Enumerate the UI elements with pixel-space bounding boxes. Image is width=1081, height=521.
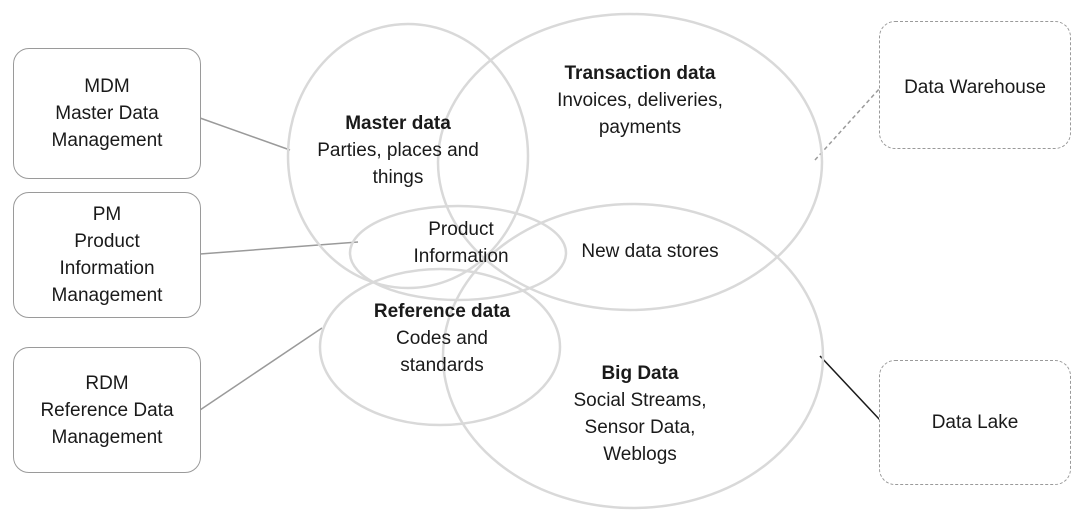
master-data-line-1: Parties, places and — [317, 140, 479, 161]
mdm-line-1: MDM — [84, 76, 130, 97]
new-data-stores-text: New data stores — [581, 241, 719, 262]
master-data-title: Master data — [345, 113, 451, 134]
reference-data-label: Reference data Codes and standards — [352, 298, 532, 379]
reference-data-title: Reference data — [373, 301, 511, 322]
big-data-title: Big Data — [601, 363, 679, 384]
rdm-line-2: Reference Data — [40, 399, 174, 421]
big-data-line-1: Social Streams, — [573, 390, 707, 411]
reference-data-circle — [318, 267, 562, 427]
reference-data-line-2: standards — [400, 355, 484, 376]
pm-line-4: Management — [51, 285, 163, 306]
big-data-label: Big Data Social Streams, Sensor Data, We… — [550, 360, 730, 468]
mdm-line-2: Master Data — [55, 103, 159, 124]
transaction-data-title: Transaction data — [564, 63, 716, 84]
rdm-line-1: RDM — [85, 372, 129, 394]
rdm-box: RDM Reference Data Management — [13, 347, 201, 473]
pm-line-2: Product — [74, 231, 140, 252]
product-information-circle — [348, 204, 568, 302]
rdm-connector — [199, 327, 323, 411]
master-data-label: Master data Parties, places and things — [280, 110, 516, 191]
product-information-line-2: Information — [413, 246, 509, 267]
mdm-connector — [199, 117, 291, 151]
big-data-circle — [441, 202, 825, 510]
product-information-label: Product Information — [390, 216, 532, 270]
reference-data-line-1: Codes and — [396, 328, 488, 349]
data-lake-label: Data Lake — [931, 412, 1019, 433]
pm-line-3: Information — [59, 258, 155, 279]
product-information-line-1: Product — [428, 219, 494, 240]
lake-connector — [819, 355, 881, 421]
mdm-box: MDM Master Data Management — [13, 48, 201, 179]
pm-box: PM Product Information Management — [13, 192, 201, 318]
master-data-circle — [286, 22, 530, 290]
transaction-data-line-2: payments — [598, 117, 682, 138]
transaction-data-line-1: Invoices, deliveries, — [557, 90, 723, 111]
transaction-data-label: Transaction data Invoices, deliveries, p… — [530, 60, 750, 141]
rdm-line-3: Management — [51, 426, 163, 448]
master-data-line-2: things — [372, 167, 424, 188]
data-warehouse-box: Data Warehouse — [879, 21, 1071, 149]
data-warehouse-label: Data Warehouse — [904, 77, 1046, 98]
big-data-line-3: Weblogs — [603, 444, 677, 465]
big-data-line-2: Sensor Data, — [584, 417, 696, 438]
pm-connector — [199, 241, 359, 255]
data-lake-box: Data Lake — [879, 360, 1071, 485]
transaction-data-circle — [436, 12, 824, 312]
pm-line-1: PM — [92, 204, 122, 225]
warehouse-connector — [814, 87, 881, 161]
new-data-stores-label: New data stores — [560, 238, 740, 265]
mdm-line-3: Management — [51, 130, 163, 151]
